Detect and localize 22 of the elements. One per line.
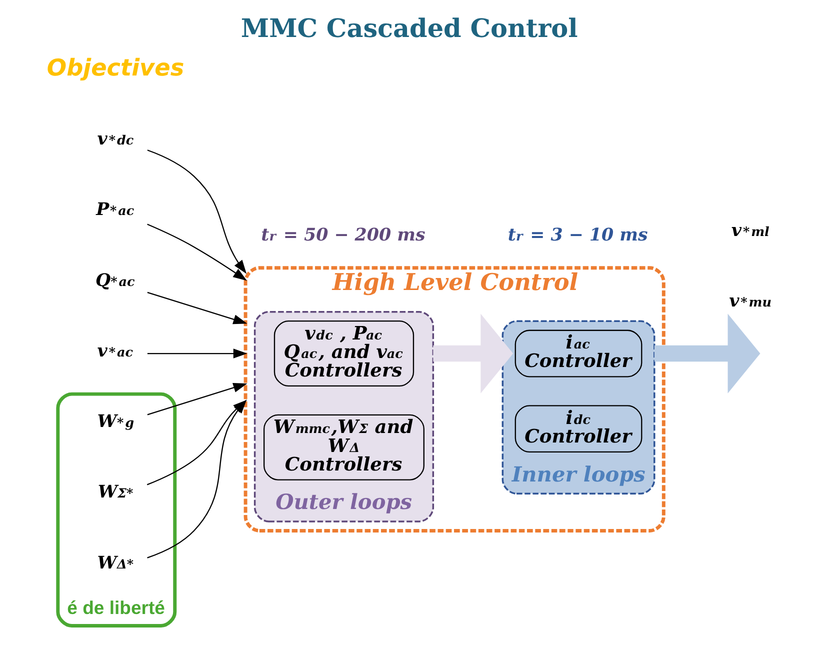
node-box: idc Controller xyxy=(514,405,642,453)
label: tr = 50 − 200 ms xyxy=(261,226,426,246)
label: Objectives xyxy=(46,56,184,82)
node-text: v*dc xyxy=(97,129,134,150)
diagram-title: MMC Cascaded Control xyxy=(240,14,578,44)
node-text: v*ac xyxy=(97,341,133,362)
label: v*mu xyxy=(729,292,772,312)
node-text: W*g xyxy=(97,412,134,432)
node-text: Q*ac xyxy=(96,270,135,291)
arrow xyxy=(147,292,248,324)
arrow xyxy=(654,314,760,394)
label: tr = 3 − 10 ms xyxy=(508,226,648,246)
arrow xyxy=(147,150,247,274)
node-box: Wmmc,WΣ and WΔ Controllers xyxy=(263,414,424,480)
node-text: WΔ* xyxy=(97,553,134,574)
node-box: iac Controller xyxy=(514,330,642,378)
label: v*ml xyxy=(731,220,770,241)
node-text: P*ac xyxy=(96,200,134,220)
node-text: WΣ* xyxy=(98,482,134,503)
node-box: vdc , Pac Qac, and vac Controllers xyxy=(274,320,414,387)
arrow xyxy=(147,224,247,281)
arrow xyxy=(147,348,248,358)
